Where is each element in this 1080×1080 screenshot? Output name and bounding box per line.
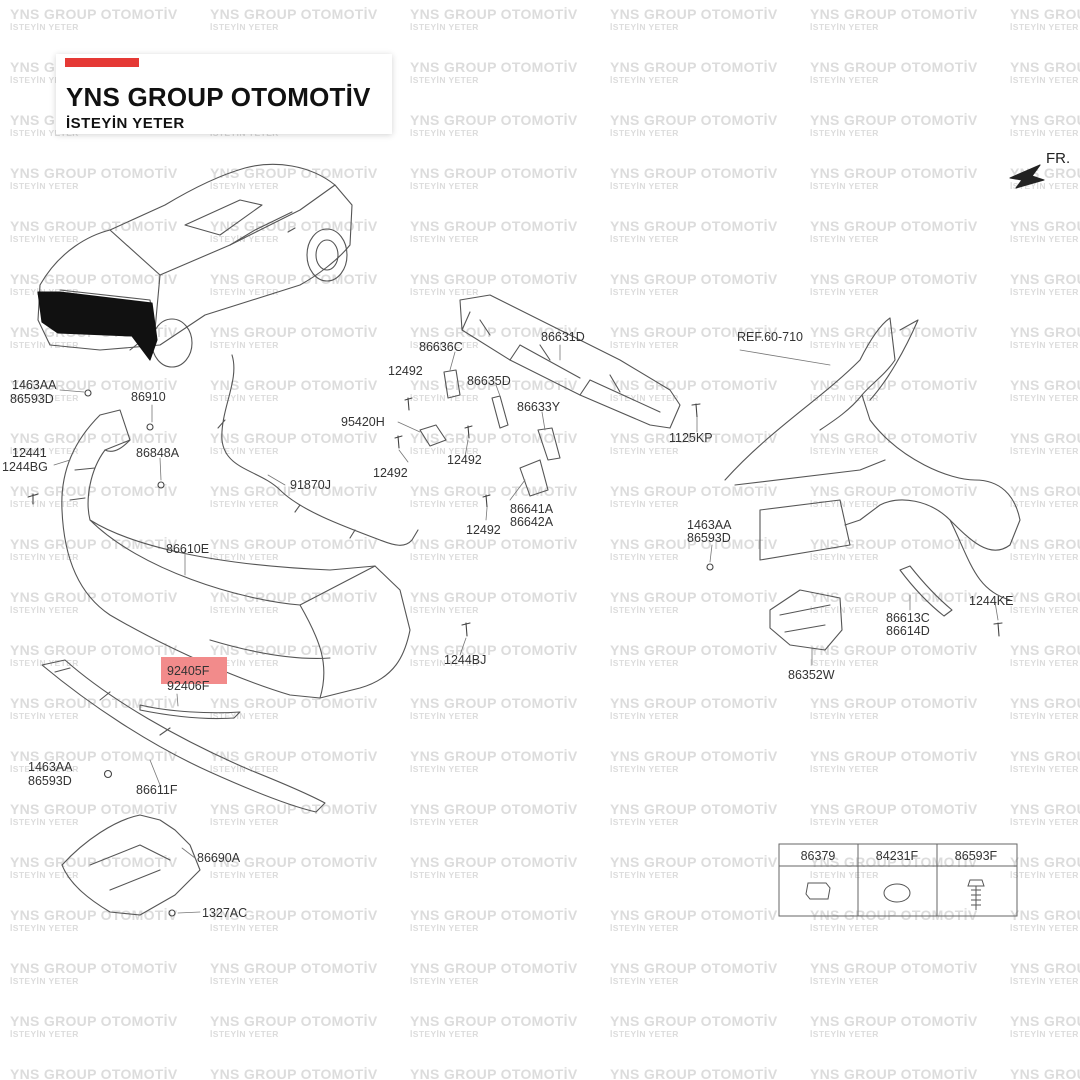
- legend-code: 86593F: [955, 849, 998, 863]
- side-reflector-icon: [899, 565, 953, 617]
- under-cover-icon: [61, 814, 201, 916]
- bracket-86641a-icon: [519, 459, 549, 497]
- part-label: 12492: [388, 364, 423, 378]
- part-label: 86614D: [886, 624, 930, 638]
- cap-icon: [805, 882, 831, 900]
- part-label: 12441: [12, 446, 47, 460]
- part-label: 95420H: [341, 415, 385, 429]
- part-label: 86631D: [541, 330, 585, 344]
- part-label: 1244BG: [2, 460, 48, 474]
- part-label: 86636C: [419, 340, 463, 354]
- legend-code: 84231F: [876, 849, 919, 863]
- part-label: 1244KE: [969, 594, 1013, 608]
- direction-label: FR.: [1046, 150, 1071, 167]
- part-label: 86690A: [197, 851, 241, 865]
- reference-label: REF.60-710: [737, 330, 803, 344]
- screw-icons: [27, 389, 1003, 917]
- bracket-86633y-icon: [537, 427, 561, 461]
- part-label: 92405F: [167, 664, 210, 678]
- brand-name: YNS GROUP OTOMOTİV: [66, 82, 371, 112]
- bracket-95420h-icon: [419, 424, 447, 447]
- side-bracket-icon: [769, 589, 843, 651]
- part-label: 1244BJ: [444, 653, 486, 667]
- part-label: 1463AA: [687, 518, 732, 532]
- part-label: 1125KP: [669, 431, 713, 445]
- part-label: 91870J: [290, 478, 331, 492]
- car-icon: [37, 163, 353, 368]
- part-label: 86611F: [136, 783, 178, 797]
- rear-bumper-highlight-icon: [37, 291, 158, 361]
- brand-slogan: İSTEYİN YETER: [66, 115, 185, 132]
- rear-beam-icon: [459, 294, 681, 429]
- part-label: 86352W: [788, 668, 835, 682]
- reflector-icon: [139, 704, 241, 720]
- rear-bumper-cover-icon: [61, 409, 411, 699]
- lower-strip-icon: [41, 659, 326, 813]
- part-label: 86593D: [687, 531, 731, 545]
- part-label: 86633Y: [517, 400, 561, 414]
- part-label: 1463AA: [28, 760, 73, 774]
- part-label: 86641A: [510, 502, 554, 516]
- part-label: 1463AA: [12, 378, 57, 392]
- part-label: 86593D: [28, 774, 72, 788]
- part-label: 86613C: [886, 611, 930, 625]
- part-label: 12492: [373, 466, 408, 480]
- part-label: 86848A: [136, 446, 180, 460]
- part-label: 86593D: [10, 392, 54, 406]
- legend-code: 86379: [801, 849, 836, 863]
- bracket-86635d-icon: [491, 395, 509, 429]
- highlight-box: [161, 657, 227, 684]
- part-label: 12492: [447, 453, 482, 467]
- plug-icon: [883, 883, 911, 903]
- brand-accent-bar: [65, 58, 139, 67]
- wiring-harness-icon: [217, 354, 419, 546]
- clip-icon: [967, 879, 985, 910]
- quarter-panel-icon: [724, 317, 1021, 601]
- part-label: 1327AC: [202, 906, 247, 920]
- legend-table: 86379 84231F 86593F: [778, 843, 1018, 917]
- bracket-86636c-icon: [443, 369, 461, 399]
- brand-card: YNS GROUP OTOMOTİV İSTEYİN YETER: [56, 54, 392, 134]
- part-label: 86642A: [510, 515, 554, 529]
- part-label: 86610E: [166, 542, 209, 556]
- part-label: 86635D: [467, 374, 511, 388]
- part-label: 92406F: [167, 679, 210, 693]
- front-arrow-icon: [1009, 164, 1045, 189]
- part-label: 12492: [466, 523, 501, 537]
- part-label: 86910: [131, 390, 166, 404]
- leader-lines: [53, 344, 999, 914]
